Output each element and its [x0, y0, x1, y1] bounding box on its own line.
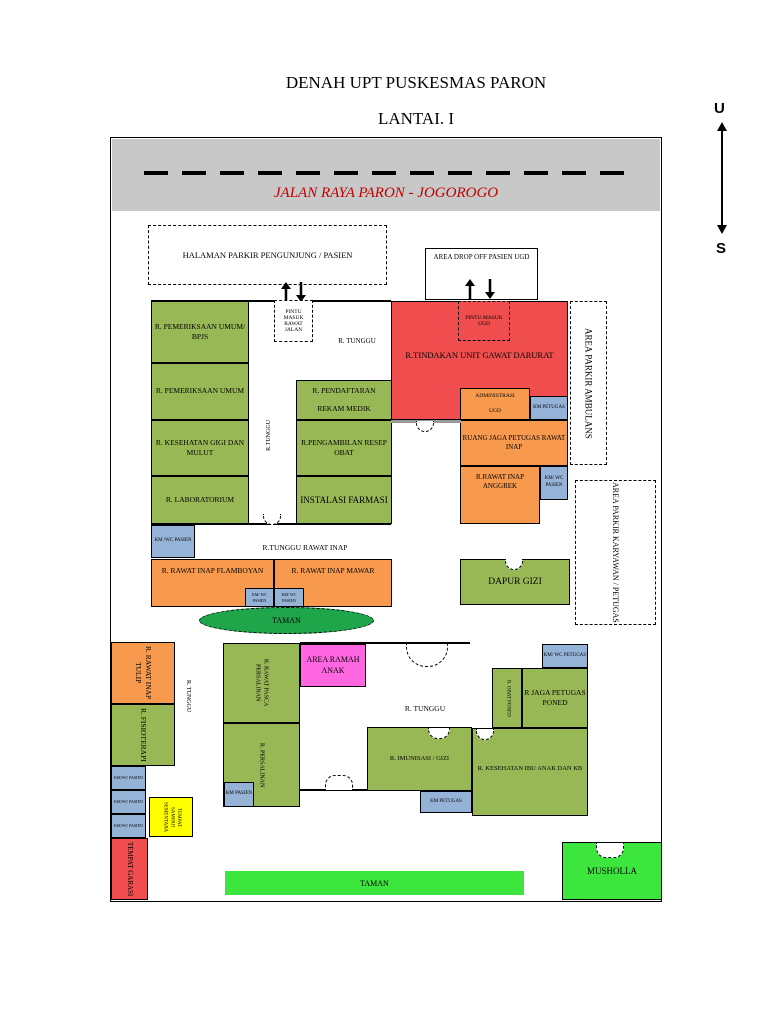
tulip-label: R. RAWAT INAP TULIP	[134, 646, 154, 700]
room-laboratorium: R. LABORATORIUM	[151, 476, 249, 524]
page-title: DENAH UPT PUSKESMAS PARON	[285, 73, 547, 92]
fisioterapi-label: R. FISIOTERAPI	[139, 708, 149, 762]
room-rawat-inap-tulip: R. RAWAT INAP TULIP	[111, 642, 175, 704]
km-pasien-persalinan: KM PASIEN	[224, 782, 254, 807]
room-fisioterapi: R. FISIOTERAPI	[111, 704, 175, 766]
km-kiri-2: KM/WC PASIEN	[111, 790, 146, 814]
garasi: TEMPAT GARASI	[111, 838, 148, 900]
room-pemeriksaan-umum-bpjs: R. PEMERIKSAAN UMUM/ BPJS	[151, 301, 249, 363]
km-kiri-1: KM/WC PASIEN	[111, 766, 146, 790]
entrance-outpatient: PINTU MASUK RAWAT JALAN	[274, 300, 313, 342]
room-pemeriksaan-umum: R. PEMERIKSAAN UMUM	[151, 363, 249, 420]
room-administrasi-ugd: ADMINISTRASI UGD	[460, 388, 530, 420]
road: JALAN RAYA PARON - JOGOROGO	[112, 139, 660, 211]
compass-arrow-icon	[717, 122, 727, 234]
staff-parking: AREA PARKIR KARYAWAN / PETUGAS	[575, 480, 656, 625]
obat-poned-label: R. OBAT PONED	[505, 679, 511, 717]
wall	[300, 789, 367, 791]
room-jaga-rawat-inap: RUANG JAGA PETUGAS RAWAT INAP	[460, 420, 568, 466]
km-wc-petugas: KM/ WC PETUGAS	[542, 644, 588, 668]
tps-label: TEMPAT SAMPAH SEMENTARA	[162, 801, 182, 833]
entrance-ugd: PINTU MASUK UGD	[458, 301, 510, 341]
floor-label: LANTAI. I	[377, 109, 455, 128]
rekam-medik-label: REKAM MEDIK	[317, 404, 371, 413]
road-center-line	[144, 171, 634, 175]
visitor-parking: HALAMAN PARKIR PENGUNJUNG / PASIEN	[148, 225, 387, 285]
km-petugas-imunisasi: KM PETUGAS	[420, 791, 472, 813]
drop-off-area: AREA DROP OFF PASIEN UGD	[425, 248, 538, 300]
garasi-label: TEMPAT GARASI	[126, 841, 135, 897]
room-rawat-pasca-persalinan: R. RAWAT PASCA PERSALINAN	[223, 643, 300, 723]
site-boundary	[110, 137, 662, 902]
ugd-label: UGD	[489, 408, 501, 414]
compass-north-label: U	[714, 100, 725, 117]
rawat-inap-waiting-label: R.TUNGGU RAWAT INAP	[262, 543, 348, 552]
room-pengambilan-resep: R.PENGAMBILAN RESEP OBAT	[296, 420, 392, 476]
compass-south-label: S	[716, 240, 727, 257]
garden-2: TAMAN	[225, 871, 524, 895]
entry-arrows-icon	[281, 282, 306, 302]
road-name: JALAN RAYA PARON - JOGOROGO	[273, 185, 499, 201]
wall	[300, 642, 470, 644]
door	[325, 775, 353, 790]
staff-parking-label: AREA PARKIR KARYAWAN / PETUGAS	[611, 482, 620, 623]
km-petugas: KM PETUGAS	[530, 396, 568, 420]
room-kesehatan-gigi: R. KESEHATAN GIGI DAN MULUT	[151, 420, 249, 476]
km-mawar: KM/ WC PASIEN	[274, 588, 304, 607]
room-rawat-inap-mawar: R. RAWAT INAP MAWAR	[274, 559, 392, 607]
room-pendaftaran: R. PENDAFTARAN REKAM MEDIK	[296, 380, 392, 420]
door	[596, 843, 624, 858]
ugd-entry-arrows-icon	[465, 279, 495, 299]
room-jaga-poned: R JAGA PETUGAS PONED	[522, 668, 588, 728]
area-ramah-anak: AREA RAMAH ANAK	[300, 644, 366, 687]
waiting-corridor-label: R.TUNGGU	[266, 420, 272, 451]
room-imunisasi-gizi: R. IMUNISASI / GIZI	[367, 727, 472, 791]
tempat-sampah: TEMPAT SAMPAH SEMENTARA	[149, 797, 193, 837]
left-waiting-label: R. TUNGGU	[185, 680, 191, 713]
waiting-room-2-label: R. TUNGGU	[404, 704, 446, 713]
km-kiri-3: KM/WC PASIEN	[111, 814, 146, 838]
garden-1: TAMAN	[199, 607, 374, 634]
room-rawat-inap-anggrek: R.RAWAT INAP ANGGREK	[460, 466, 540, 524]
km-wc-pasien: KM /WC PASIEN	[151, 525, 195, 558]
room-obat-poned: R. OBAT PONED	[492, 668, 522, 728]
waiting-room-label: R. TUNGGU	[338, 337, 376, 345]
administrasi-label: ADMINISTRASI	[475, 392, 515, 399]
km-flamboyan: KM/ WC PASIEN	[245, 588, 274, 607]
persalinan-label: R. PERSALINAN	[258, 742, 265, 788]
ambulance-parking-label: AREA PARKIR AMBULANS	[583, 327, 594, 439]
nifas-label: R. RAWAT PASCA PERSALINAN	[254, 659, 269, 707]
km-pasien: KM/ WC PASIEN	[540, 466, 568, 500]
ambulance-parking: AREA PARKIR AMBULANS	[570, 301, 607, 465]
room-instalasi-farmasi: INSTALASI FARMASI	[296, 476, 392, 524]
room-kesehatan-ibu-anak: R. KESEHATAN IBU ANAK DAN KB	[472, 728, 588, 816]
wall	[151, 300, 391, 302]
room-pendaftaran-label: R. PENDAFTARAN	[312, 385, 376, 395]
